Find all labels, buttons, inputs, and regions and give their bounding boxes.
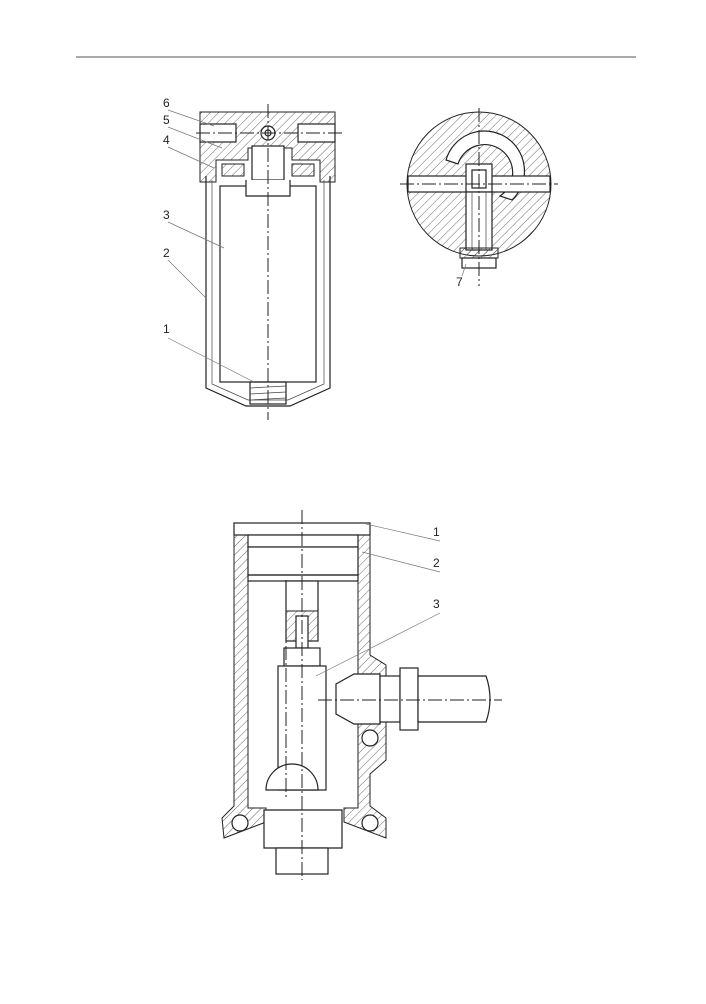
housing-cross-section: 1 2 3 bbox=[221, 510, 502, 880]
seal-ring-right bbox=[291, 163, 315, 177]
seal-ring-left bbox=[221, 163, 245, 177]
valve-circular-section: 7 bbox=[400, 108, 558, 289]
label-4: 4 bbox=[163, 133, 170, 147]
bolt-hole-right bbox=[361, 814, 379, 832]
port-hex bbox=[379, 675, 401, 723]
bottom-boss bbox=[263, 809, 343, 849]
bolt-hole-upper bbox=[361, 729, 379, 747]
label-3: 3 bbox=[163, 208, 170, 222]
filter-cross-section: 6 5 4 3 2 1 bbox=[163, 96, 342, 420]
label-2: 2 bbox=[163, 246, 170, 260]
port-nut bbox=[335, 673, 381, 725]
label-5: 5 bbox=[163, 113, 170, 127]
port-flange bbox=[399, 667, 419, 731]
bolt-hole-left bbox=[231, 814, 249, 832]
label-bottom-3: 3 bbox=[433, 597, 440, 611]
label-bottom-1: 1 bbox=[433, 525, 440, 539]
filter-bowl bbox=[205, 176, 331, 407]
label-bottom-2: 2 bbox=[433, 556, 440, 570]
label-6: 6 bbox=[163, 96, 170, 110]
label-7: 7 bbox=[456, 275, 463, 289]
seal-groove bbox=[247, 534, 359, 548]
piston-disc bbox=[247, 546, 359, 576]
label-1: 1 bbox=[163, 322, 170, 336]
piston-lip bbox=[247, 574, 359, 582]
float-ball bbox=[265, 763, 319, 791]
hose-barb bbox=[417, 675, 491, 723]
